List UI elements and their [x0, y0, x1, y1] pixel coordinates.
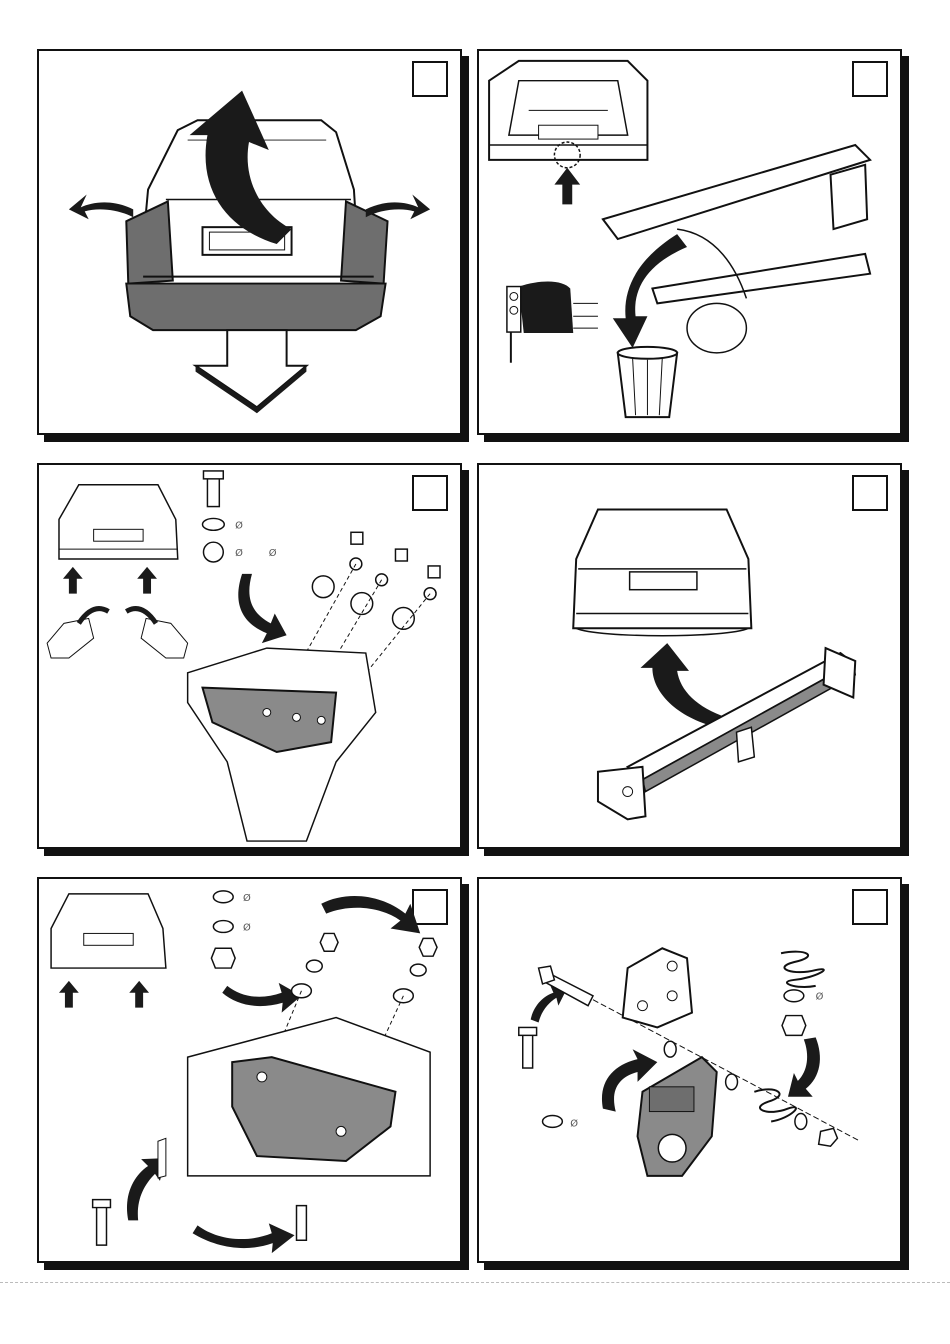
towball-plate-assembly-diagram: Ø Ø [479, 879, 900, 1261]
page-cut-line [0, 1282, 950, 1283]
diameter-label: Ø [235, 547, 243, 559]
diameter-label: Ø [243, 921, 251, 933]
diameter-label: Ø [269, 547, 277, 559]
diameter-label: Ø [570, 1117, 578, 1129]
car-rear-bumper-diagram [39, 51, 460, 433]
diameter-label: Ø [235, 519, 243, 531]
panel-fit-brackets: Ø Ø Ø [37, 463, 462, 849]
panel-bolt-towbar: Ø Ø [37, 877, 462, 1263]
diameter-label: Ø [243, 892, 251, 904]
panel-remove-bumper [37, 49, 462, 435]
bracket-fitting-diagram: Ø Ø Ø [39, 465, 460, 847]
panel-assemble-plate: Ø Ø [477, 877, 902, 1263]
panel-position-towbar [477, 463, 902, 849]
crossmember-removal-diagram [479, 51, 900, 433]
towbar-bolting-diagram: Ø Ø [39, 879, 460, 1261]
panel-remove-crossmember [477, 49, 902, 435]
towbar-position-diagram [479, 465, 900, 847]
diameter-label: Ø [816, 991, 824, 1003]
